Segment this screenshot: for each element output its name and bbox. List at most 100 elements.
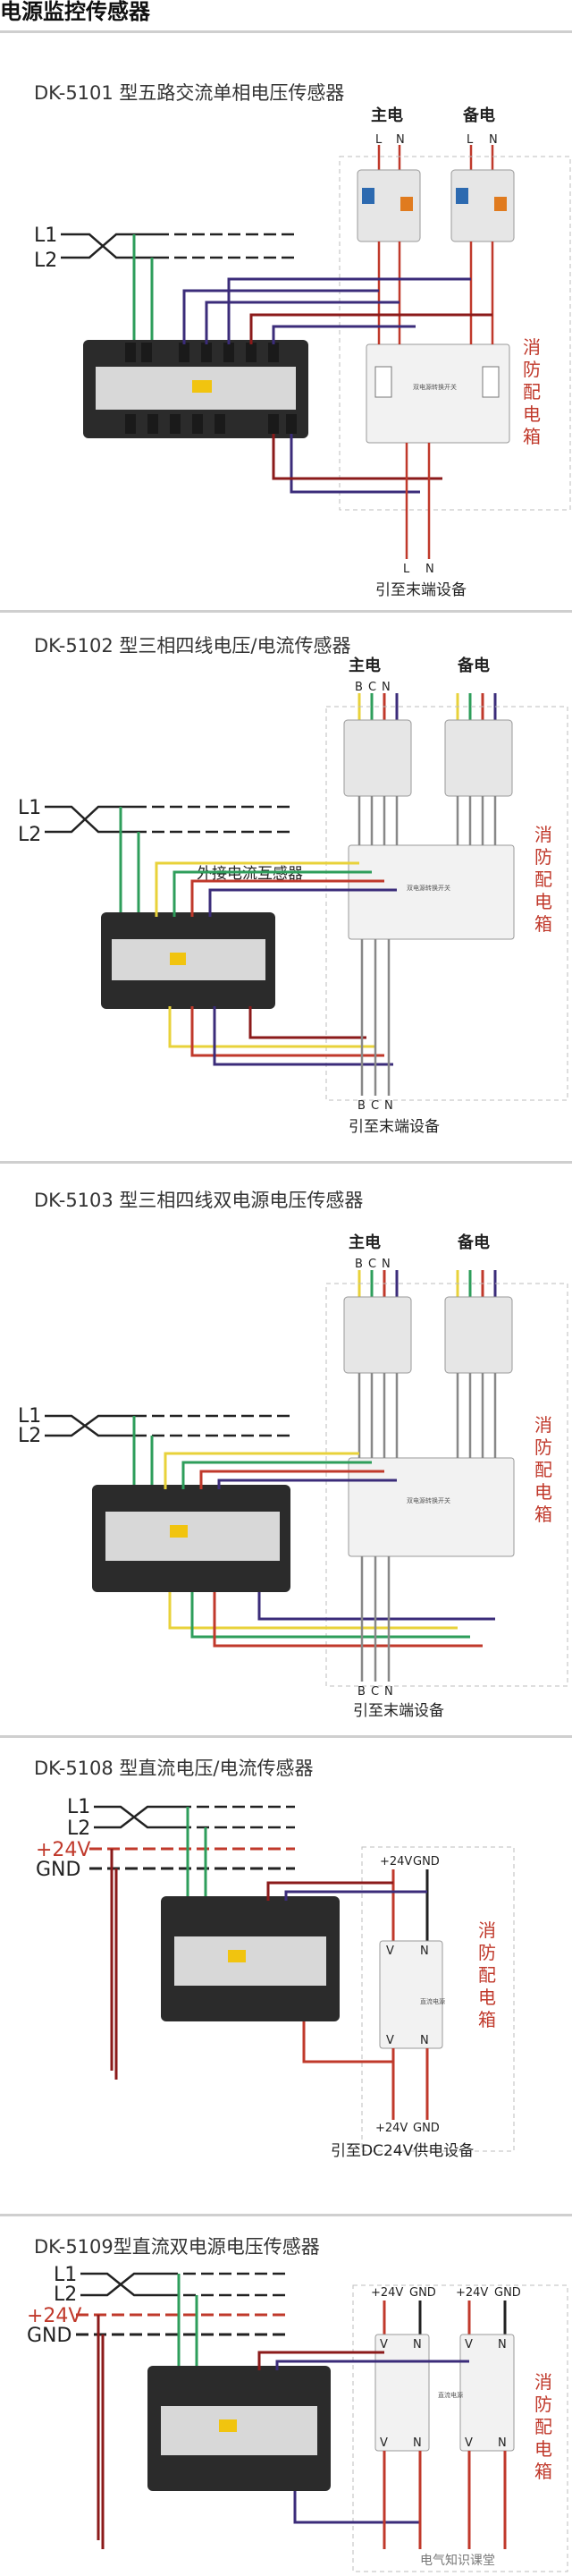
- section-divider: [0, 1161, 572, 1164]
- backup-breaker: [444, 719, 513, 797]
- main-breaker: [343, 1296, 412, 1374]
- svg-text:C: C: [371, 1099, 379, 1113]
- dual-power-switch: [348, 844, 515, 940]
- fire-box-label: 消 防 配 电 箱: [534, 824, 552, 935]
- caption-output: 引至末端设备: [353, 1702, 444, 1720]
- main-power-label: 主电: [371, 106, 403, 125]
- svg-text:L: L: [403, 563, 410, 576]
- wiring-diagram-dk5103: L1 L2 主电 备电 B C N 消 防 配 电 箱 双电源转换开关 B C …: [18, 1233, 568, 1720]
- svg-text:GND: GND: [409, 2286, 436, 2300]
- svg-text:电: 电: [534, 2438, 552, 2460]
- svg-text:配: 配: [534, 1459, 552, 1480]
- svg-text:GND: GND: [27, 2325, 72, 2347]
- svg-text:配: 配: [523, 381, 541, 402]
- fire-distribution-box-outline: [339, 156, 571, 511]
- svg-text:N: N: [413, 2436, 422, 2450]
- svg-text:N: N: [396, 133, 405, 147]
- svg-text:GND: GND: [36, 1859, 80, 1881]
- svg-text:+24V: +24V: [36, 1839, 90, 1861]
- svg-text:箱: 箱: [534, 913, 552, 935]
- svg-text:B: B: [358, 1099, 366, 1113]
- svg-text:箱: 箱: [534, 1504, 552, 1525]
- svg-text:箱: 箱: [523, 426, 541, 447]
- dc-power-switch-backup: [459, 2334, 515, 2452]
- svg-text:备电: 备电: [457, 656, 490, 675]
- svg-text:GND: GND: [413, 1855, 440, 1868]
- svg-text:L2: L2: [18, 824, 41, 846]
- line-label-l2: L2: [34, 250, 57, 272]
- svg-text:L2: L2: [18, 1425, 41, 1447]
- svg-text:L2: L2: [54, 2284, 77, 2306]
- page-title: 电源监控传感器: [0, 0, 150, 24]
- svg-text:V: V: [465, 2436, 473, 2450]
- svg-text:+24V: +24V: [380, 1855, 412, 1868]
- svg-text:消: 消: [534, 2371, 552, 2393]
- caption-output: 引至DC24V供电设备: [331, 2142, 474, 2160]
- svg-text:消: 消: [534, 1414, 552, 1436]
- svg-text:L1: L1: [54, 2264, 77, 2286]
- svg-text:N: N: [413, 2338, 422, 2351]
- wiring-diagram-dk5108: L1 L2 +24V GND +24V GND 消 防 配 电 箱 V N V …: [36, 1796, 515, 2160]
- caption-output: 引至末端设备: [349, 1118, 440, 1136]
- svg-text:消: 消: [523, 336, 541, 358]
- wiring-diagram-dk5102: L1 L2 外接电流互感器 主电 备电 B C N 消 防 配 电 箱 双电源转…: [18, 656, 568, 1136]
- svg-text:L1: L1: [67, 1796, 90, 1818]
- svg-text:电: 电: [534, 891, 552, 912]
- svg-text:消: 消: [534, 824, 552, 845]
- svg-text:N: N: [498, 2338, 507, 2351]
- svg-text:+24V: +24V: [371, 2286, 403, 2300]
- svg-text:V: V: [386, 2034, 394, 2047]
- svg-text:+24V: +24V: [27, 2305, 81, 2327]
- dc-power-switch-main: [374, 2334, 430, 2452]
- svg-text:防: 防: [478, 1942, 496, 1963]
- watermark: 电气知识课堂: [420, 2554, 495, 2568]
- svg-text:配: 配: [534, 869, 552, 890]
- svg-text:C: C: [368, 1258, 376, 1271]
- svg-text:B: B: [358, 1685, 366, 1699]
- svg-text:B: B: [355, 1258, 363, 1271]
- svg-text:电: 电: [478, 1987, 496, 2008]
- section-divider: [0, 610, 572, 613]
- line-label-l1: L1: [34, 225, 57, 247]
- main-breaker: [343, 719, 412, 797]
- svg-text:V: V: [386, 1945, 394, 1958]
- svg-text:防: 防: [534, 1436, 552, 1458]
- section-title: DK-5101 型五路交流单相电压传感器: [34, 82, 345, 104]
- caption-output: 引至末端设备: [375, 581, 467, 599]
- wiring-diagram-dk5101: L1 L2 主电 备电 L N L N 消 防 配 电 箱 双电源转换开关: [34, 106, 571, 599]
- svg-text:N: N: [384, 1099, 393, 1113]
- fire-box-label: 消 防 配 电 箱: [534, 2371, 552, 2482]
- svg-text:L: L: [467, 133, 474, 147]
- svg-text:双电源转换开关: 双电源转换开关: [413, 383, 457, 391]
- svg-text:防: 防: [534, 846, 552, 868]
- section-divider: [0, 30, 572, 33]
- svg-text:电: 电: [534, 1481, 552, 1503]
- svg-text:L1: L1: [18, 1405, 41, 1428]
- svg-text:直流电源: 直流电源: [420, 1997, 445, 2005]
- svg-text:L: L: [375, 133, 383, 147]
- svg-text:N: N: [489, 133, 498, 147]
- wiring-diagram-dk5109: L1 L2 +24V GND +24V GND +24V GND 消 防 配 电…: [27, 2264, 568, 2572]
- svg-text:双电源转换开关: 双电源转换开关: [407, 884, 450, 892]
- section-divider: [0, 1735, 572, 1738]
- svg-text:直流电源: 直流电源: [438, 2391, 463, 2399]
- svg-text:L1: L1: [18, 797, 41, 819]
- svg-text:N: N: [498, 2436, 507, 2450]
- svg-text:防: 防: [523, 359, 541, 380]
- svg-text:备电: 备电: [457, 1233, 490, 1252]
- svg-text:配: 配: [478, 1964, 496, 1986]
- svg-text:V: V: [380, 2338, 388, 2351]
- fire-box-label: 消 防 配 电 箱: [523, 336, 541, 447]
- svg-text:V: V: [465, 2338, 473, 2351]
- section-title: DK-5103 型三相四线双电源电压传感器: [34, 1190, 364, 1211]
- section-title: DK-5109型直流双电源电压传感器: [34, 2236, 320, 2258]
- svg-text:N: N: [420, 2034, 429, 2047]
- dual-power-switch: [366, 343, 510, 444]
- svg-text:N: N: [382, 681, 391, 694]
- svg-text:消: 消: [478, 1919, 496, 1941]
- dual-power-switch: [348, 1457, 515, 1557]
- svg-text:GND: GND: [413, 2122, 440, 2135]
- svg-text:主电: 主电: [349, 1233, 381, 1252]
- svg-text:电: 电: [523, 403, 541, 425]
- fire-box-label: 消 防 配 电 箱: [534, 1414, 552, 1525]
